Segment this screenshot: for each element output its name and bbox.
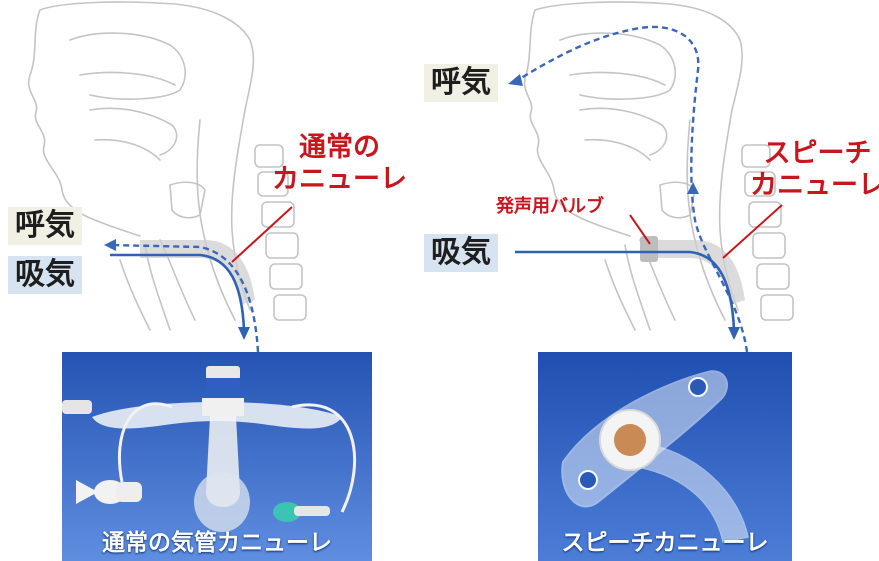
right-inhale-label: 吸気	[424, 234, 498, 272]
left-cannula-label-line1: 通常の	[272, 132, 407, 164]
left-cannula-label: 通常の カニューレ	[272, 132, 407, 197]
right-cannula-label: スピーチ カニューレ	[750, 138, 879, 203]
speech-cannula-caption: スピーチカニューレ	[538, 523, 792, 561]
right-cannula-label-line2: カニューレ	[750, 170, 879, 202]
standard-cannula-photo: 通常の気管カニューレ	[62, 352, 372, 561]
left-inhale-label: 吸気	[8, 256, 82, 294]
left-cannula-label-line2: カニューレ	[272, 164, 407, 196]
left-exhale-label: 呼気	[8, 207, 82, 245]
speech-valve-label: 発声用バルブ	[496, 198, 604, 216]
right-cannula-label-line1: スピーチ	[750, 138, 879, 170]
speech-cannula-photo: スピーチカニューレ	[538, 352, 792, 561]
standard-cannula-caption: 通常の気管カニューレ	[62, 523, 372, 561]
right-exhale-label: 呼気	[424, 64, 498, 102]
